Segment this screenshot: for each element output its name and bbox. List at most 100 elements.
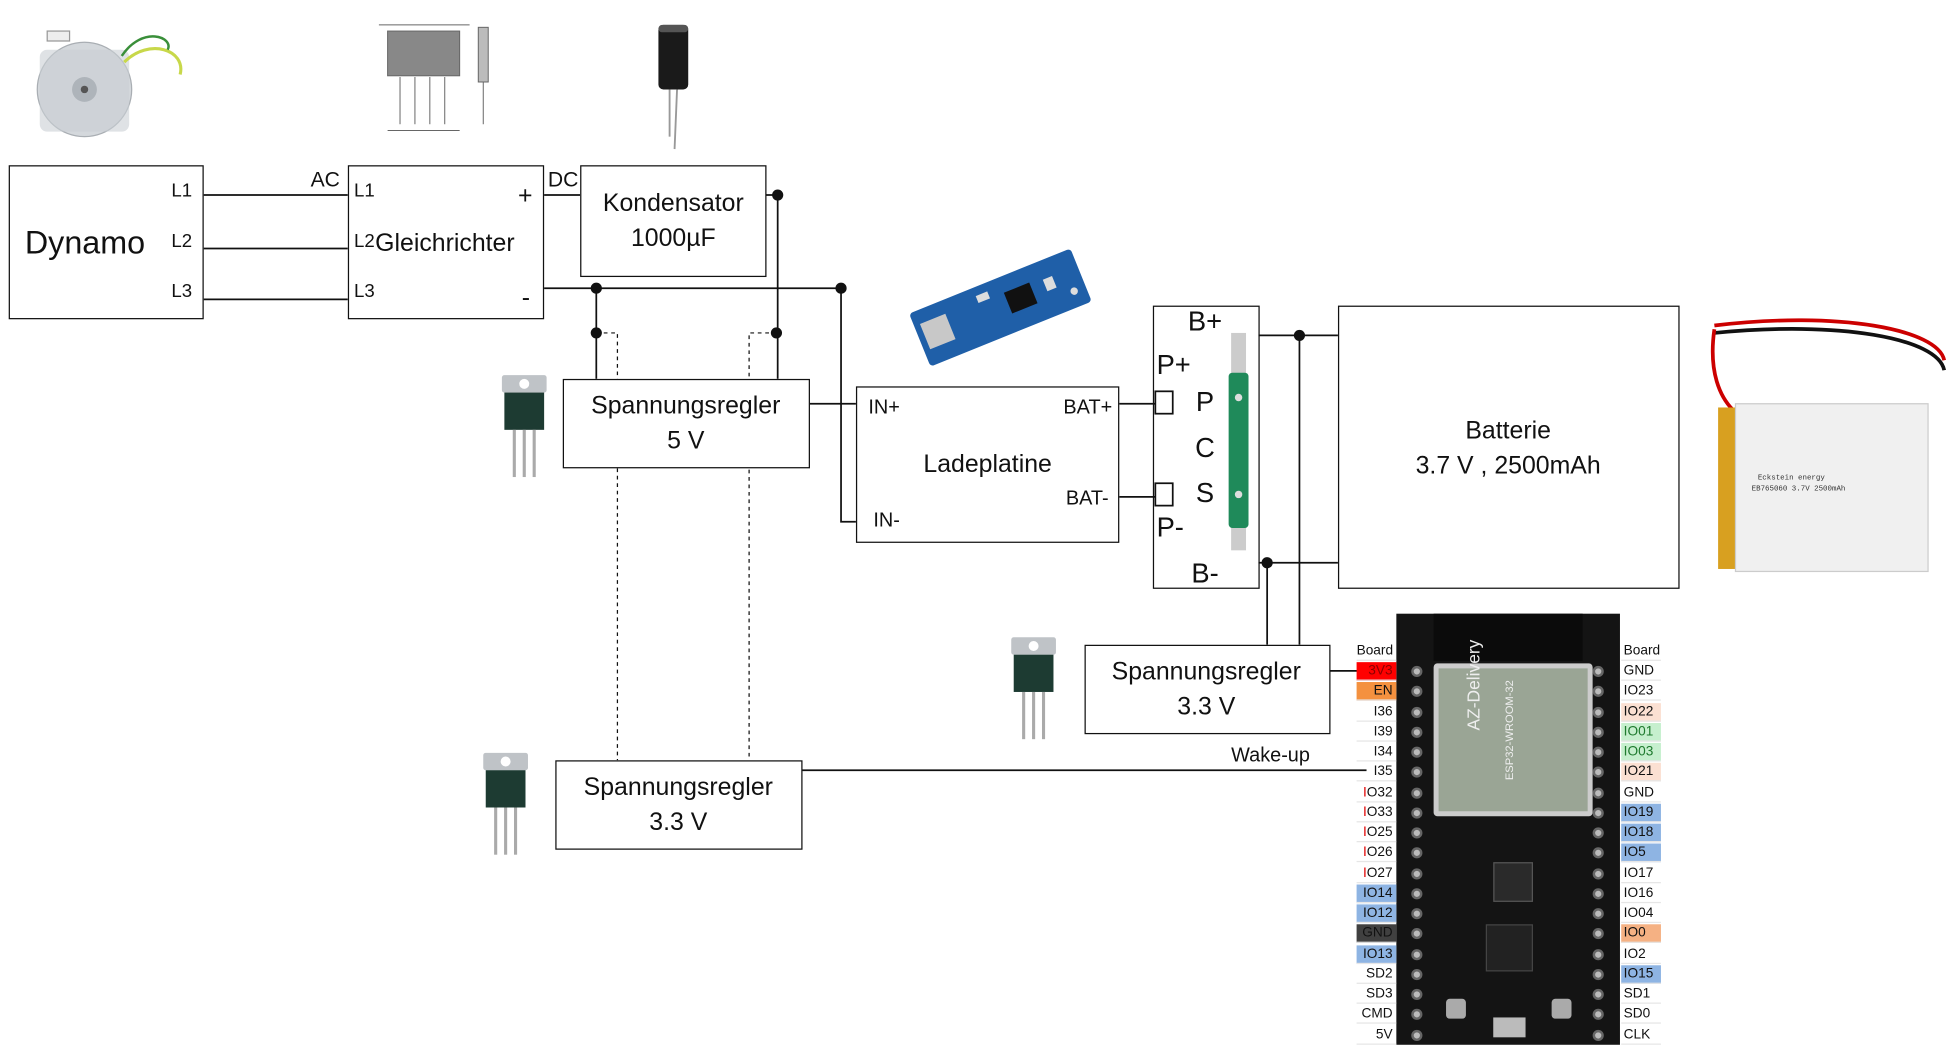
esp32-pin-label: 3V3 [1356, 662, 1397, 681]
header-pin-hole [1411, 726, 1423, 738]
rectifier-box [347, 165, 545, 320]
esp32-pin-label: IO23 [1621, 682, 1661, 701]
charger-bat-minus: BAT- [1065, 488, 1109, 510]
esp32-pin-label: IO17 [1621, 864, 1661, 883]
esp32-pin-label: SD3 [1356, 985, 1397, 1004]
esp32-pin-label: I34 [1356, 743, 1397, 762]
regulator-5v-box [562, 378, 810, 469]
svg-text:EB765060 3.7V 2500mAh: EB765060 3.7V 2500mAh [1752, 486, 1846, 494]
pcs-c: C [1195, 432, 1215, 464]
header-pin-hole [1592, 948, 1604, 960]
charger-box [855, 386, 1120, 543]
esp32-board: AZ-Delivery ESP32-WROOM-32 [1396, 613, 1620, 1045]
esp32-pin-label: IO25 [1356, 824, 1397, 843]
pad-p-plus [1154, 390, 1174, 415]
header-pin-hole [1592, 908, 1604, 920]
usb-port [1493, 1017, 1526, 1038]
dynamo-title: Dynamo [24, 223, 146, 261]
regulator-3v3-a-title: Spannungsregler [1111, 658, 1301, 686]
header-pin-hole [1411, 887, 1423, 900]
regulator-3v3-b-title: Spannungsregler [583, 773, 773, 802]
regulator-3v3-a-box [1084, 644, 1331, 735]
esp32-pin-label: IO5 [1621, 843, 1661, 863]
esp32-pin-label: IO19 [1621, 803, 1661, 823]
pcs-b-minus: B- [1191, 557, 1219, 589]
esp32-pin-label: IO13 [1356, 944, 1397, 964]
header-pin-hole [1411, 847, 1423, 859]
header-pin-hole [1592, 827, 1604, 839]
battery-box [1337, 305, 1680, 589]
esp32-pin-label: CMD [1356, 1005, 1397, 1024]
header-pin-hole [1592, 686, 1604, 698]
wire-dashed-gnd [596, 332, 619, 761]
header-pin-hole [1411, 665, 1423, 678]
junction-dot [1261, 557, 1273, 569]
header-pin-hole [1592, 746, 1604, 758]
header-pin-hole [1411, 807, 1423, 819]
junction-dot [770, 327, 783, 339]
battery-value: 3.7 V , 2500mAh [1415, 452, 1601, 480]
esp32-pin-label: IO03 [1621, 742, 1661, 762]
wire-in-minus [840, 288, 856, 523]
regulator-3v3-b-value: 3.3 V [649, 808, 708, 837]
regulator-chip [1493, 862, 1533, 902]
esp32-antenna [1433, 613, 1583, 661]
header-pin-hole [1592, 968, 1604, 980]
junction-dot [835, 282, 847, 294]
esp32-pin-label: IO12 [1356, 904, 1397, 924]
regulator-3v3-b-box [555, 760, 803, 850]
esp32-pin-label: IO27 [1356, 864, 1397, 883]
esp32-pin-label: IO18 [1621, 823, 1661, 843]
dynamo-box [8, 165, 204, 320]
rectifier-title: Gleichrichter [375, 229, 515, 258]
rectifier-pin-l3: L3 [354, 280, 375, 302]
transistor-icon [1011, 637, 1056, 740]
wire-plus-rail [765, 194, 779, 379]
charger-title: Ladeplatine [923, 450, 1052, 479]
esp32-pin-label: IO21 [1621, 763, 1661, 782]
boot-button [1551, 998, 1572, 1019]
esp32-pin-label: SD0 [1621, 1005, 1661, 1024]
regulator-5v-title: Spannungsregler [591, 392, 781, 420]
esp32-pin-label: CLK [1621, 1026, 1661, 1045]
esp32-pin-label: IO0 [1621, 924, 1661, 944]
rectifier-pin-l1: L1 [354, 180, 375, 202]
junction-dot [1293, 329, 1306, 342]
junction-dot [772, 189, 784, 201]
dynamo-pin-l2: L2 [171, 231, 193, 253]
header-pin-hole [1592, 786, 1604, 799]
esp32-pin-label: GND [1621, 783, 1661, 802]
esp32-pin-label: I36 [1356, 703, 1397, 722]
header-pin-hole [1411, 686, 1423, 698]
dynamo-photo-icon [36, 30, 183, 138]
esp32-module: AZ-Delivery ESP32-WROOM-32 [1433, 640, 1593, 817]
charger-bat-plus: BAT+ [1063, 397, 1113, 419]
dynamo-pin-l3: L3 [171, 280, 193, 302]
esp32-pin-label: EN [1356, 682, 1397, 701]
esp32-pin-label: I35 [1356, 763, 1397, 782]
header-pin-hole [1592, 706, 1604, 718]
header-pin-hole [1411, 706, 1423, 718]
header-pin-hole [1411, 908, 1423, 920]
ac-label: AC [310, 167, 340, 192]
pcs-p: P [1195, 386, 1215, 418]
charger-in-minus: IN- [873, 510, 900, 532]
pcs-b-plus: B+ [1187, 305, 1223, 337]
protection-board-photo-icon [1228, 332, 1249, 551]
esp32-pin-label: IO04 [1621, 904, 1661, 924]
wire-dashed-plus [748, 332, 777, 761]
esp32-pin-label: IO2 [1621, 945, 1661, 964]
esp32-pin-label: IO33 [1356, 803, 1397, 823]
capacitor-photo-icon [658, 24, 689, 150]
charger-board-photo-icon [910, 249, 1091, 366]
header-pin-hole [1592, 766, 1604, 778]
wakeup-label: Wake-up [1231, 745, 1310, 767]
transistor-icon [483, 752, 528, 855]
regulator-5v-value: 5 V [667, 427, 705, 455]
esp32-pin-label: IO32 [1356, 783, 1397, 802]
en-button [1446, 998, 1466, 1019]
esp32-right-header: Board [1621, 642, 1661, 661]
dc-label: DC [547, 167, 579, 192]
